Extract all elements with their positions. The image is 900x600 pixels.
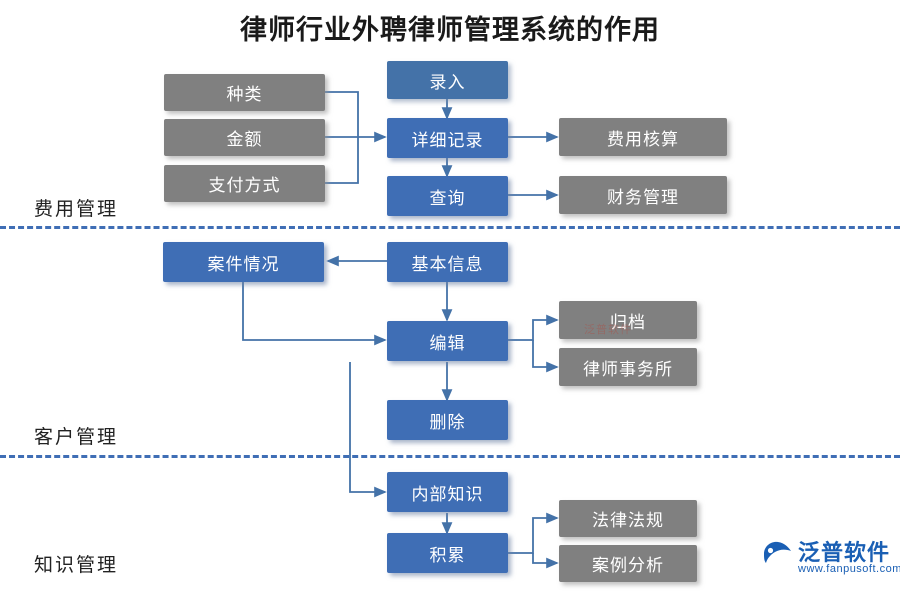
node-jine[interactable]: 金额	[164, 119, 325, 156]
node-anjianqingkuang[interactable]: 案件情况	[163, 242, 324, 282]
divider-fee-customer	[0, 226, 900, 229]
node-caiwuguanli[interactable]: 财务管理	[559, 176, 727, 214]
node-neibuzhishi[interactable]: 内部知识	[387, 472, 508, 512]
node-chaxun[interactable]: 查询	[387, 176, 508, 216]
node-anlifenxi[interactable]: 案例分析	[559, 545, 697, 582]
page-title: 律师行业外聘律师管理系统的作用	[240, 15, 660, 45]
node-guidang[interactable]: 归档	[559, 301, 697, 339]
logo-url: www.fanpusoft.com	[798, 563, 900, 575]
logo-name: 泛普软件	[798, 540, 891, 565]
node-zhonglei[interactable]: 种类	[164, 74, 325, 111]
watermark-center: 泛普软件	[584, 324, 632, 336]
node-jilei[interactable]: 积累	[387, 533, 508, 573]
node-jibenxinxi[interactable]: 基本信息	[387, 242, 508, 282]
logo-mark-icon	[764, 541, 791, 563]
node-shanchu[interactable]: 删除	[387, 400, 508, 440]
node-bianji[interactable]: 编辑	[387, 321, 508, 361]
node-zhifufangshi[interactable]: 支付方式	[164, 165, 325, 202]
node-lvshishiwusuo[interactable]: 律师事务所	[559, 348, 697, 386]
section-label-customer: 客户管理	[34, 427, 119, 448]
node-feiyonghesuan[interactable]: 费用核算	[559, 118, 727, 156]
section-label-fee: 费用管理	[34, 199, 119, 220]
section-label-knowledge: 知识管理	[34, 555, 119, 576]
node-falvfagui[interactable]: 法律法规	[559, 500, 697, 537]
node-xiangxijilu[interactable]: 详细记录	[387, 118, 508, 158]
node-luru[interactable]: 录入	[387, 61, 508, 99]
divider-customer-knowledge	[0, 455, 900, 458]
brand-logo: 泛普软件 www.fanpusoft.com	[760, 535, 900, 585]
